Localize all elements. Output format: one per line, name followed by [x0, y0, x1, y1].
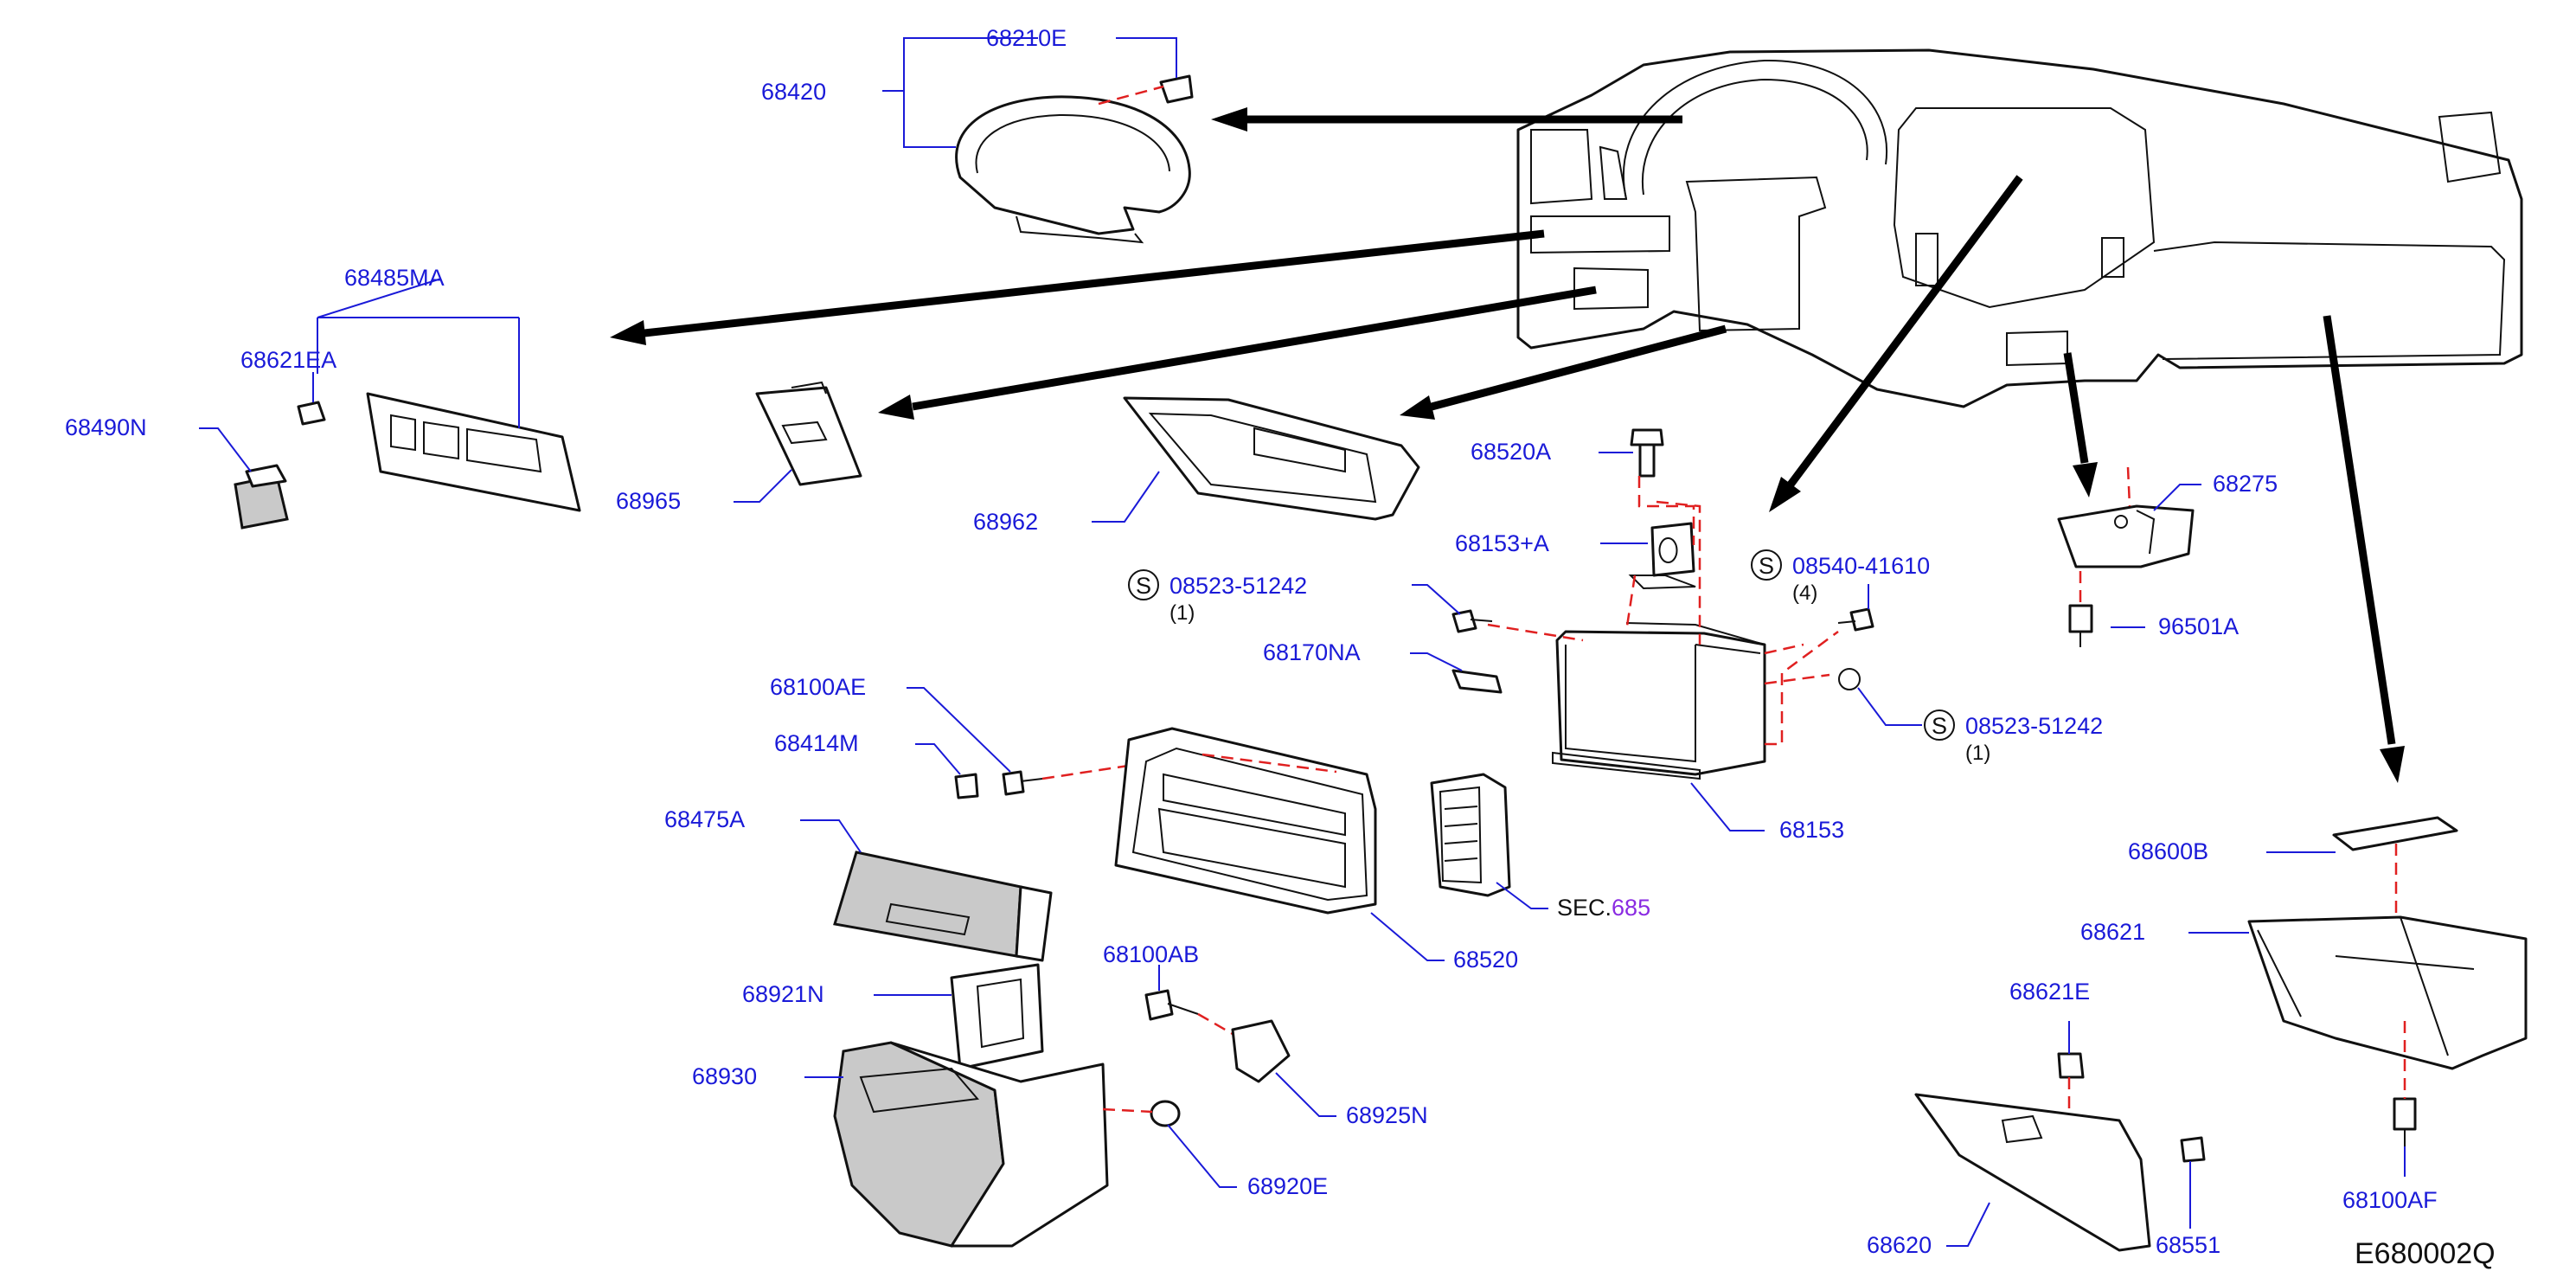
part-68621E-clip: [2057, 1052, 2085, 1079]
label-68551: 68551: [2156, 1232, 2220, 1258]
label-68153: 68153: [1779, 817, 1844, 843]
label-68414M: 68414M: [774, 730, 859, 756]
svg-text:S: S: [1136, 573, 1151, 599]
part-68100AE-screw: [1002, 770, 1043, 796]
label-96501A: 96501A: [2158, 613, 2239, 639]
part-68153-bracket: [1552, 622, 1766, 780]
part-68520-cluster-finisher: [1114, 727, 1377, 915]
label-68100AB: 68100AB: [1103, 941, 1199, 967]
fastener-08523-51242-left: S 08523-51242 (1): [1128, 569, 1493, 633]
label-08523-51242-a: 08523-51242: [1169, 573, 1307, 599]
label-08540-41610: 08540-41610: [1792, 553, 1930, 579]
label-68920E: 68920E: [1247, 1173, 1328, 1199]
part-68100AF-bolt: [2393, 1097, 2417, 1146]
qty-08540-41610: (4): [1792, 581, 1817, 605]
label-68100AE: 68100AE: [770, 674, 866, 700]
part-68920E-plug: [1150, 1100, 1181, 1127]
part-68620-glove-box-lid: [1914, 1093, 2151, 1252]
label-68930: 68930: [692, 1063, 757, 1089]
label-68621EA: 68621EA: [240, 347, 336, 373]
part-68490N-switch: [234, 464, 289, 530]
label-68600B: 68600B: [2128, 838, 2208, 864]
diagram-code: E680002Q: [2355, 1237, 2496, 1270]
part-68275-mount: [2057, 504, 2195, 568]
label-68170NA: 68170NA: [1263, 639, 1361, 665]
label-68620: 68620: [1867, 1232, 1932, 1258]
svg-text:S: S: [1759, 553, 1774, 579]
label-68100AF: 68100AF: [2342, 1187, 2438, 1213]
part-68420-meter-hood: [955, 95, 1191, 244]
label-08523-51242-b: 08523-51242: [1965, 713, 2103, 739]
fastener-08540-41610: S 08540-41610 (4): [1751, 549, 1930, 632]
qty-08523-51242-a: (1): [1169, 601, 1195, 625]
label-68921N: 68921N: [742, 981, 824, 1007]
part-68210E-clip: [1159, 74, 1194, 104]
part-68965-lid: [755, 381, 862, 486]
part-68414M-clip: [954, 773, 979, 799]
label-68153A: 68153+A: [1455, 530, 1549, 556]
part-68100AB-bolt: [1144, 989, 1199, 1021]
fastener-08523-51242-right: S 08523-51242 (1): [1838, 668, 2103, 765]
part-68600B-bracket: [2332, 816, 2458, 851]
label-68621: 68621: [2080, 919, 2145, 945]
part-68925N-clip: [1231, 1019, 1291, 1083]
part-68921N-bracket: [950, 963, 1044, 1070]
part-68551-stopper: [2180, 1136, 2206, 1163]
label-sec-685: SEC.685: [1557, 895, 1650, 921]
label-68962: 68962: [973, 509, 1038, 535]
label-68965: 68965: [616, 488, 681, 514]
part-68621-glove-box-bin: [2247, 915, 2528, 1070]
label-68475A: 68475A: [664, 806, 745, 832]
part-68475A-ashtray: [833, 851, 1053, 962]
label-68485MA: 68485MA: [344, 265, 445, 291]
part-96501A-screw: [2068, 604, 2093, 647]
label-68275: 68275: [2213, 471, 2278, 497]
part-68153A-bracket: [1628, 522, 1696, 590]
label-68925N: 68925N: [1346, 1102, 1428, 1128]
part-68520A-bolt: [1630, 428, 1664, 478]
part-68485MA-finisher: [366, 392, 581, 512]
label-68490N: 68490N: [65, 414, 147, 440]
part-68962-tray: [1123, 396, 1420, 521]
part-68621EA-clip: [297, 401, 326, 426]
label-68621E: 68621E: [2009, 979, 2090, 1005]
label-68210E: 68210E: [986, 25, 1067, 51]
label-68420: 68420: [761, 79, 826, 105]
part-68930-console: [833, 1041, 1109, 1248]
label-68520A: 68520A: [1471, 439, 1551, 465]
svg-text:S: S: [1932, 713, 1947, 739]
qty-08523-51242-b: (1): [1965, 742, 1990, 765]
part-sec-685-vent: [1430, 773, 1511, 897]
dashboard-assembly: [1516, 48, 2523, 408]
callout-arrows: [610, 107, 2405, 783]
label-68520: 68520: [1453, 947, 1518, 973]
part-68170NA-bracket: [1451, 669, 1503, 694]
